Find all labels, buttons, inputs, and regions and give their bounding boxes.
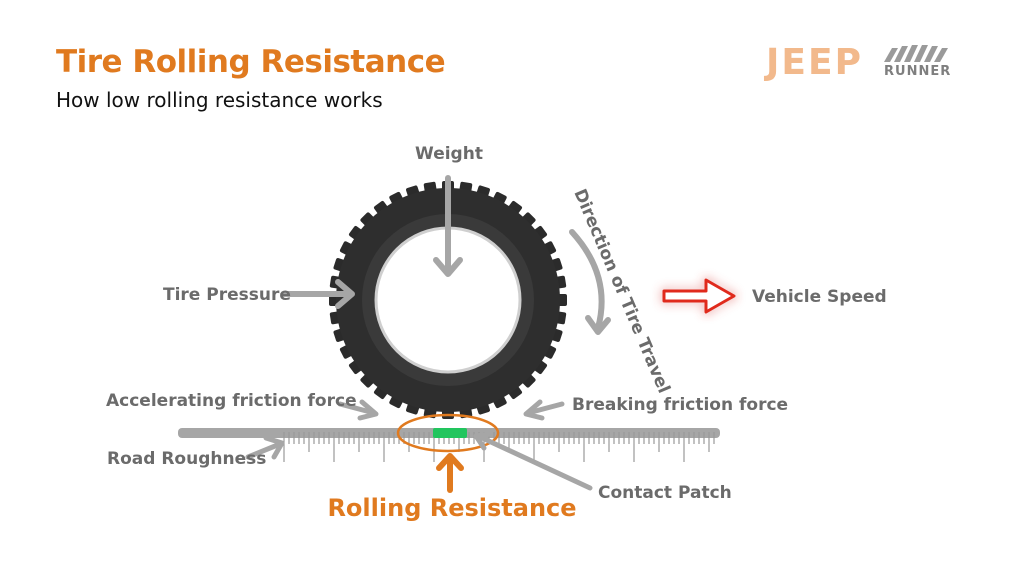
rolling-resistance-arrow — [436, 453, 464, 493]
road-roughness-arrow — [245, 435, 285, 460]
brand-logo: JEEP RUNNER — [760, 40, 960, 88]
contact-patch-highlight — [433, 428, 467, 438]
tire-tread-icon — [884, 45, 948, 62]
label-rolling-resistance: Rolling Resistance — [327, 494, 576, 522]
label-breaking-friction: Breaking friction force — [572, 395, 788, 415]
label-accelerating-friction: Accelerating friction force — [106, 391, 357, 411]
page-subtitle: How low rolling resistance works — [56, 88, 383, 112]
page-title: Tire Rolling Resistance — [56, 44, 446, 80]
accelerating-friction-arrow — [337, 399, 379, 421]
contact-ellipse — [396, 413, 500, 453]
label-vehicle-speed: Vehicle Speed — [752, 287, 887, 307]
vehicle-speed-arrow — [662, 278, 736, 314]
label-tire-pressure: Tire Pressure — [163, 285, 291, 305]
direction-arrow — [569, 229, 611, 335]
weight-arrow — [433, 175, 463, 277]
label-contact-patch: Contact Patch — [598, 483, 732, 503]
label-weight: Weight — [415, 144, 483, 164]
contact-patch-arrow — [473, 431, 593, 491]
breaking-friction-arrow — [523, 399, 565, 421]
logo-word-main: JEEP — [766, 42, 863, 83]
logo-word-sub: RUNNER — [884, 64, 952, 79]
tire-pressure-arrow — [281, 279, 355, 309]
label-road-roughness: Road Roughness — [107, 449, 266, 469]
label-direction: Direction of Tire Travel — [569, 186, 673, 396]
